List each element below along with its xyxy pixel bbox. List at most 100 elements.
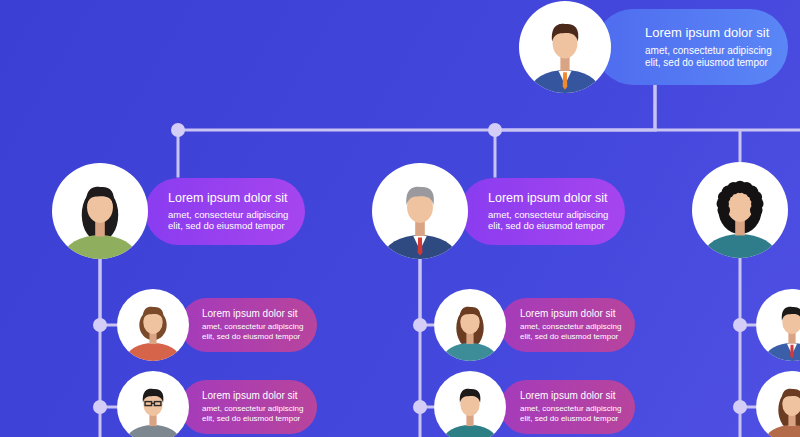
junction-dots [93, 123, 502, 414]
org-node: Lorem ipsum dolor sit amet, consectetur a… [117, 371, 317, 437]
node-description: amet, consectetur adipiscing elit, sed d… [168, 209, 299, 232]
avatar-part [790, 345, 794, 359]
avatar-part [143, 389, 164, 403]
avatar-part [750, 204, 762, 216]
avatar-portrait [756, 289, 800, 375]
avatar-part [782, 307, 800, 321]
node-description: amet, consectetur adipiscing elit, sed d… [202, 322, 313, 341]
junction-dot [413, 318, 427, 332]
avatar-part [552, 24, 578, 42]
node-heading: Lorem ipsum dolor sit [202, 390, 298, 402]
avatar-part [519, 1, 611, 93]
avatar-part [765, 425, 800, 437]
avatar-part [704, 181, 776, 277]
label-pill: Lorem ipsum dolor sit amet, consectetur a… [180, 298, 317, 352]
avatar-portrait [117, 371, 189, 437]
avatar-part [384, 187, 456, 278]
avatar-portrait [52, 163, 148, 259]
text-block: Lorem ipsum dolor sitamet, consectetur a… [520, 390, 635, 423]
avatar-part [145, 402, 161, 406]
avatar-part [443, 307, 497, 376]
node-heading: Lorem ipsum dolor sit [645, 25, 769, 41]
junction-dot [733, 318, 747, 332]
avatar-part [716, 181, 763, 217]
avatar-part [64, 187, 136, 278]
avatar-part [704, 234, 776, 277]
junction-dot [93, 318, 107, 332]
text-block: Lorem ipsum dolor sit amet, consectetur a… [168, 191, 305, 232]
bus-line [655, 129, 800, 132]
connector-line [100, 259, 117, 407]
avatar-part [765, 343, 800, 375]
avatar-portrait [692, 162, 788, 277]
connector-line [495, 85, 655, 178]
junction-dot [733, 400, 747, 414]
node-description: amet, consectetur adipiscing elit, sed d… [520, 322, 631, 341]
avatar-part [145, 402, 151, 406]
junction-dots [733, 318, 747, 414]
node-heading: Lorem ipsum dolor sit [168, 191, 288, 206]
avatar-part [384, 235, 456, 278]
text-block: Lorem ipsum dolor sit amet, consectetur a… [202, 390, 317, 423]
avatar-part [443, 389, 497, 437]
node-heading: Lorem ipsum dolor sit [520, 390, 616, 402]
avatar-part [143, 307, 164, 321]
avatar-part [406, 187, 434, 205]
avatar-part [126, 343, 180, 375]
avatar-part [765, 389, 800, 437]
avatar-portrait [756, 371, 800, 437]
avatar-part [126, 307, 180, 376]
connector-group [100, 85, 655, 407]
avatar-part [86, 187, 114, 205]
node-description: amet, consectetur adipiscing elit, sed d… [645, 45, 783, 69]
avatar-part [418, 237, 423, 255]
avatar-portrait [434, 289, 506, 361]
avatar-portrait [372, 163, 468, 259]
avatar-part [154, 402, 160, 406]
node-heading: Lorem ipsum dolor sit [520, 308, 616, 320]
org-node: Lorem ipsum dolor sitamet, consectetur a… [434, 371, 635, 437]
org-node: Lorem ipsum dolor sit amet, consectetur a… [372, 163, 625, 259]
node-description: amet, consectetur adipiscing elit, sed d… [488, 209, 619, 232]
label-pill: Lorem ipsum dolor sit amet, consectetur a… [180, 380, 317, 434]
avatar-part [782, 389, 800, 403]
text-block: Lorem ipsum dolor sit amet, consectetur a… [645, 25, 788, 69]
avatar-part [563, 72, 568, 89]
avatar-part [460, 307, 481, 321]
avatar-part [64, 235, 136, 278]
avatar-part [152, 403, 155, 404]
node-heading: Lorem ipsum dolor sit [202, 308, 298, 320]
avatar-part [126, 425, 180, 437]
text-block: Lorem ipsum dolor sit amet, consectetur a… [202, 308, 317, 341]
avatar-part [443, 343, 497, 375]
avatar-part [372, 163, 468, 259]
avatar-part [778, 390, 800, 430]
label-pill: Lorem ipsum dolor sit amet, consectetur a… [145, 178, 305, 245]
org-node: Lorem ipsum dolor sit amet, consectetur a… [52, 163, 305, 259]
text-block: Lorem ipsum dolor sit amet, consectetur a… [520, 308, 635, 341]
node-description: amet, consectetur adipiscing elit, sed d… [202, 404, 313, 423]
avatar-part [126, 389, 180, 437]
avatar-portrait [519, 1, 611, 93]
junction-dot [93, 400, 107, 414]
node-heading: Lorem ipsum dolor sit [488, 191, 608, 206]
label-pill: Lorem ipsum dolor sit amet, consectetur a… [460, 178, 625, 245]
text-block: Lorem ipsum dolor sit amet, consectetur a… [488, 191, 625, 232]
avatar-part [531, 70, 600, 111]
org-node: Lorem ipsum dolor sit amet, consectetur a… [519, 1, 788, 93]
avatar-part [443, 425, 497, 437]
label-pill: Lorem ipsum dolor sit amet, consectetur a… [595, 9, 788, 85]
avatar-part [456, 308, 483, 348]
avatar-part [765, 307, 800, 376]
avatar-part [460, 389, 481, 403]
junction-dot [488, 123, 502, 137]
org-node: Lorem ipsum dolor sit amet, consectetur a… [434, 289, 635, 361]
org-node: Lorem ipsum dolor sit amet, consectetur a… [117, 289, 317, 361]
avatar-portrait [434, 371, 506, 437]
label-pill: Lorem ipsum dolor sitamet, consectetur a… [500, 380, 635, 434]
avatar-portrait [117, 289, 189, 361]
junction-dot [171, 123, 185, 137]
connector-line [420, 259, 434, 407]
connector-line [100, 259, 117, 325]
